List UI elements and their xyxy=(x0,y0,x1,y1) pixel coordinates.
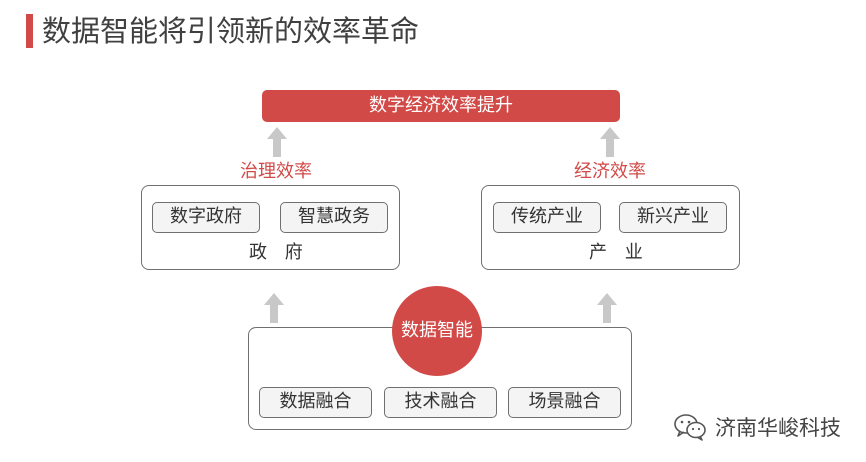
economic-efficiency-label: 经济效率 xyxy=(574,161,646,182)
data-intelligence-circle: 数据智能 xyxy=(392,286,482,376)
chip-digital-government: 数字政府 xyxy=(152,202,260,233)
watermark: 济南华峻科技 xyxy=(673,412,841,442)
chip-traditional-industry: 传统产业 xyxy=(493,202,601,233)
government-label: 政 府 xyxy=(249,242,309,263)
chip-smart-government-affairs: 智慧政务 xyxy=(280,202,388,233)
chip-scenario-fusion: 场景融合 xyxy=(508,387,621,418)
watermark-text: 济南华峻科技 xyxy=(715,416,841,440)
up-arrow-icon xyxy=(597,293,617,323)
page-title: 数据智能将引领新的效率革命 xyxy=(42,14,420,48)
chip-data-fusion: 数据融合 xyxy=(259,387,372,418)
top-banner: 数字经济效率提升 xyxy=(262,90,620,122)
wechat-icon xyxy=(674,414,706,441)
up-arrow-icon xyxy=(264,293,284,323)
up-arrow-icon xyxy=(267,127,287,157)
up-arrow-icon xyxy=(600,127,620,157)
title-accent-bar xyxy=(26,14,33,48)
governance-efficiency-label: 治理效率 xyxy=(240,161,312,182)
industry-label: 产 业 xyxy=(589,242,649,263)
chip-technology-fusion: 技术融合 xyxy=(384,387,497,418)
chip-emerging-industry: 新兴产业 xyxy=(619,202,727,233)
